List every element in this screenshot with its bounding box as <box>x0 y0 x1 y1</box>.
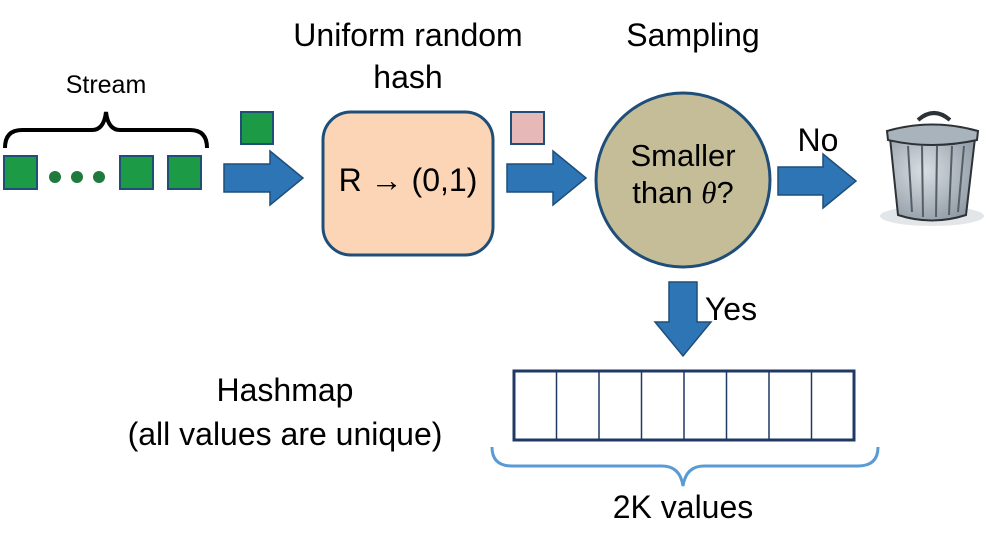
stream-ellipsis-dot <box>93 171 105 183</box>
stream-label: Stream <box>65 71 147 99</box>
stream-ellipsis-dot <box>49 171 61 183</box>
condition-question: ? <box>716 175 734 211</box>
arrow-to-hashmap <box>653 281 713 358</box>
hash-function-label: R → (0,1) <box>338 162 478 198</box>
hash-box <box>321 110 495 257</box>
stream-element <box>119 155 154 190</box>
capacity-label: 2K values <box>612 489 754 525</box>
sampling-condition: Smaller than θ? <box>600 137 766 211</box>
arrow-to-trash <box>777 152 858 210</box>
yes-label: Yes <box>704 291 758 327</box>
stream-brace <box>3 111 209 149</box>
condition-line1: Smaller <box>630 138 736 173</box>
hashmap-label: Hashmap <box>216 372 354 408</box>
theta-symbol: θ <box>701 175 717 211</box>
hash-title-line2: hash <box>373 59 443 95</box>
condition-line2: than θ? <box>600 174 766 211</box>
arrow-stream-to-hash <box>223 149 305 207</box>
trash-can-icon <box>880 111 984 226</box>
stream-element <box>167 155 202 190</box>
hash-title-line1: Uniform random <box>293 17 523 53</box>
sampling-circle <box>594 91 772 269</box>
sampling-title: Sampling <box>626 17 760 53</box>
hashed-element <box>510 111 545 145</box>
condition-than: than <box>632 175 702 211</box>
hashmap-description: (all values are unique) <box>127 416 443 452</box>
no-label: No <box>797 122 839 158</box>
capacity-brace <box>490 446 880 487</box>
incoming-element <box>240 111 274 145</box>
arrow-hash-to-sampling <box>506 149 588 207</box>
hashmap-array <box>512 369 856 442</box>
stream-ellipsis-dot <box>71 171 83 183</box>
stream-element <box>3 155 38 190</box>
